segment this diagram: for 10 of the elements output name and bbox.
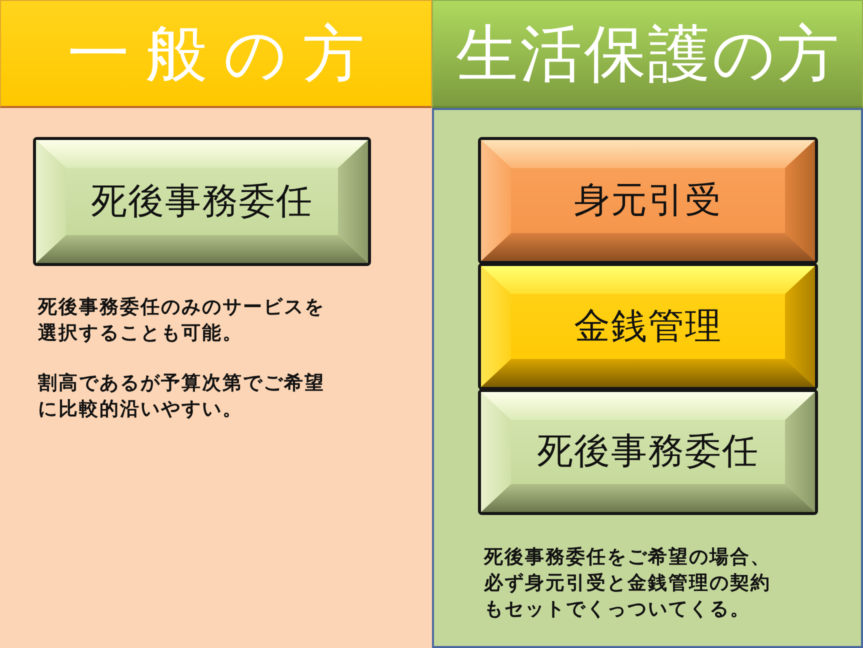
note-text: 割高であるが予算次第でご希望に比較的沿いやすい。: [38, 371, 326, 422]
service-box: 死後事務委任: [478, 389, 818, 515]
service-box: 身元引受: [478, 137, 818, 264]
note-text: 死後事務委任のみのサービスを選択することも可能。: [38, 295, 326, 346]
column-panel: [432, 108, 863, 648]
column-header: 生活保護の方: [432, 0, 863, 108]
service-box: 死後事務委任: [33, 137, 371, 266]
note-text: 死後事務委任をご希望の場合、必ず身元引受と金銭管理の契約もセットでくっついてくる。: [484, 545, 772, 622]
column-header: 一般の方: [0, 0, 432, 108]
service-box: 金銭管理: [478, 263, 818, 390]
